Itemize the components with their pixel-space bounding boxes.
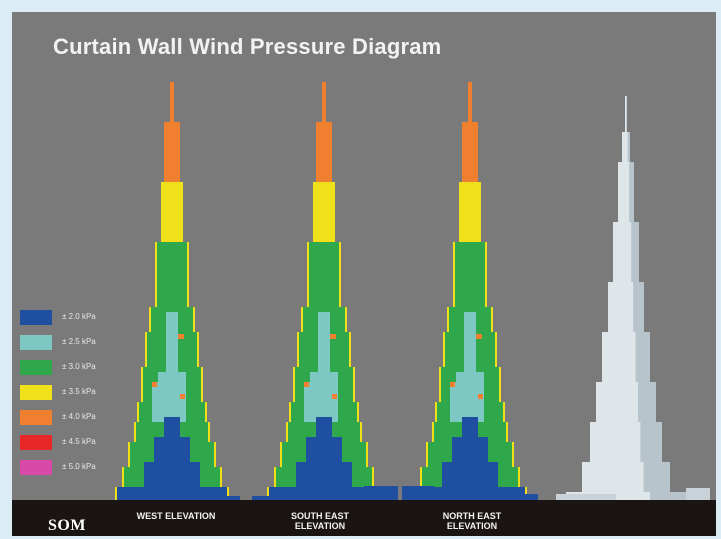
spire-tip	[468, 82, 472, 122]
pressure-zone-band	[316, 122, 332, 182]
legend-item-2-5: ± 2.5 kPa	[20, 335, 140, 351]
elevation-label-line: WEST ELEVATION	[136, 511, 216, 521]
pressure-zone-core	[152, 382, 158, 422]
pressure-zone-band	[455, 242, 485, 307]
pressure-zone-accent	[476, 334, 482, 339]
pressure-zone-core	[450, 382, 456, 422]
legend-item-4-5: ± 4.5 kPa	[20, 435, 140, 451]
pressure-zone-core	[166, 312, 178, 372]
pressure-zone-core	[442, 462, 498, 490]
legend-swatch	[20, 460, 52, 475]
legend-item-2-0: ± 2.0 kPa	[20, 310, 140, 326]
west-elevation-label: WEST ELEVATION	[116, 511, 236, 521]
building-tier	[566, 492, 686, 502]
spire-tip	[170, 82, 174, 122]
legend-item-4-0: ± 4.0 kPa	[20, 410, 140, 426]
legend-label: ± 4.0 kPa	[62, 412, 96, 421]
base-podium-wing	[364, 486, 398, 504]
pressure-zone-band	[462, 122, 478, 182]
pressure-zone-band	[164, 122, 180, 182]
diagram-panel: Curtain Wall Wind Pressure Diagram ± 2.0…	[12, 12, 716, 536]
pressure-zone-core	[144, 462, 200, 490]
legend-swatch	[20, 410, 52, 425]
building-tier-shade	[629, 162, 634, 222]
building-tier-shade	[643, 462, 670, 492]
elevation-label-line: ELEVATION	[446, 521, 498, 531]
building-tier	[622, 132, 630, 162]
pressure-zone-band	[157, 242, 187, 307]
elevation-label-line: ELEVATION	[294, 521, 346, 531]
legend-label: ± 2.0 kPa	[62, 312, 96, 321]
building-tier	[625, 96, 627, 132]
legend-item-3-5: ± 3.5 kPa	[20, 385, 140, 401]
pressure-zone-band	[313, 182, 335, 242]
north-east-elevation-label: NORTH EAST ELEVATION	[422, 511, 522, 531]
west-elevation-tower	[115, 82, 240, 504]
pressure-zone-band	[459, 182, 481, 242]
legend-swatch	[20, 385, 52, 400]
base-podium	[122, 492, 222, 500]
pressure-zone-accent	[450, 382, 455, 387]
pressure-zone-band	[309, 242, 339, 307]
legend-label: ± 3.5 kPa	[62, 387, 96, 396]
building-tier-shade	[631, 222, 639, 282]
legend-label: ± 3.0 kPa	[62, 362, 96, 371]
building-podium	[556, 494, 616, 502]
pressure-zone-accent	[152, 382, 157, 387]
pressure-zone-core	[464, 312, 476, 372]
legend-item-5-0: ± 5.0 kPa	[20, 460, 140, 476]
ground-strip	[12, 500, 716, 536]
building-tier-shade	[640, 422, 662, 462]
pressure-zone-core	[296, 462, 352, 490]
building-podium	[686, 488, 710, 502]
spire-tip	[322, 82, 326, 122]
pressure-zone-accent	[478, 394, 483, 399]
building-tier-shade	[633, 282, 644, 332]
building-tier-shade	[650, 492, 686, 502]
som-logo: SOM	[48, 517, 86, 534]
north-east-elevation-tower	[402, 82, 538, 504]
pressure-zone-core	[164, 417, 180, 437]
pressure-zone-core	[316, 417, 332, 437]
diagram-title: Curtain Wall Wind Pressure Diagram	[53, 34, 442, 59]
legend-label: ± 2.5 kPa	[62, 337, 96, 346]
legend-swatch	[20, 310, 52, 325]
legend-swatch	[20, 435, 52, 450]
pressure-zone-band	[161, 182, 183, 242]
building-render	[556, 96, 710, 502]
elevation-label-line: SOUTH EAST	[290, 511, 349, 521]
south-east-elevation-label: SOUTH EAST ELEVATION	[270, 511, 370, 531]
pressure-zone-accent	[178, 334, 184, 339]
pressure-zone-accent	[304, 382, 309, 387]
base-podium-wing	[402, 486, 434, 504]
pressure-zone-accent	[180, 394, 185, 399]
pressure-zone-accent	[330, 334, 336, 339]
pressure-zone-core	[462, 417, 478, 437]
legend-swatch	[20, 360, 52, 375]
south-east-elevation-tower	[252, 82, 398, 506]
pressure-zone-accent	[332, 394, 337, 399]
elevation-label-line: NORTH EAST	[442, 511, 502, 521]
base-podium	[269, 492, 379, 500]
legend-label: ± 5.0 kPa	[62, 462, 96, 471]
building-tier-shade	[635, 332, 650, 382]
legend-item-3-0: ± 3.0 kPa	[20, 360, 140, 376]
building-tier-shade	[627, 132, 630, 162]
legend-label: ± 4.5 kPa	[62, 437, 96, 446]
base-podium-wing	[510, 494, 538, 502]
pressure-zone-core	[318, 312, 330, 372]
legend-swatch	[20, 335, 52, 350]
building-tier-shade	[638, 382, 656, 422]
base-podium	[422, 492, 518, 500]
pressure-zone-core	[304, 382, 310, 422]
building-tier-shade	[626, 96, 627, 132]
